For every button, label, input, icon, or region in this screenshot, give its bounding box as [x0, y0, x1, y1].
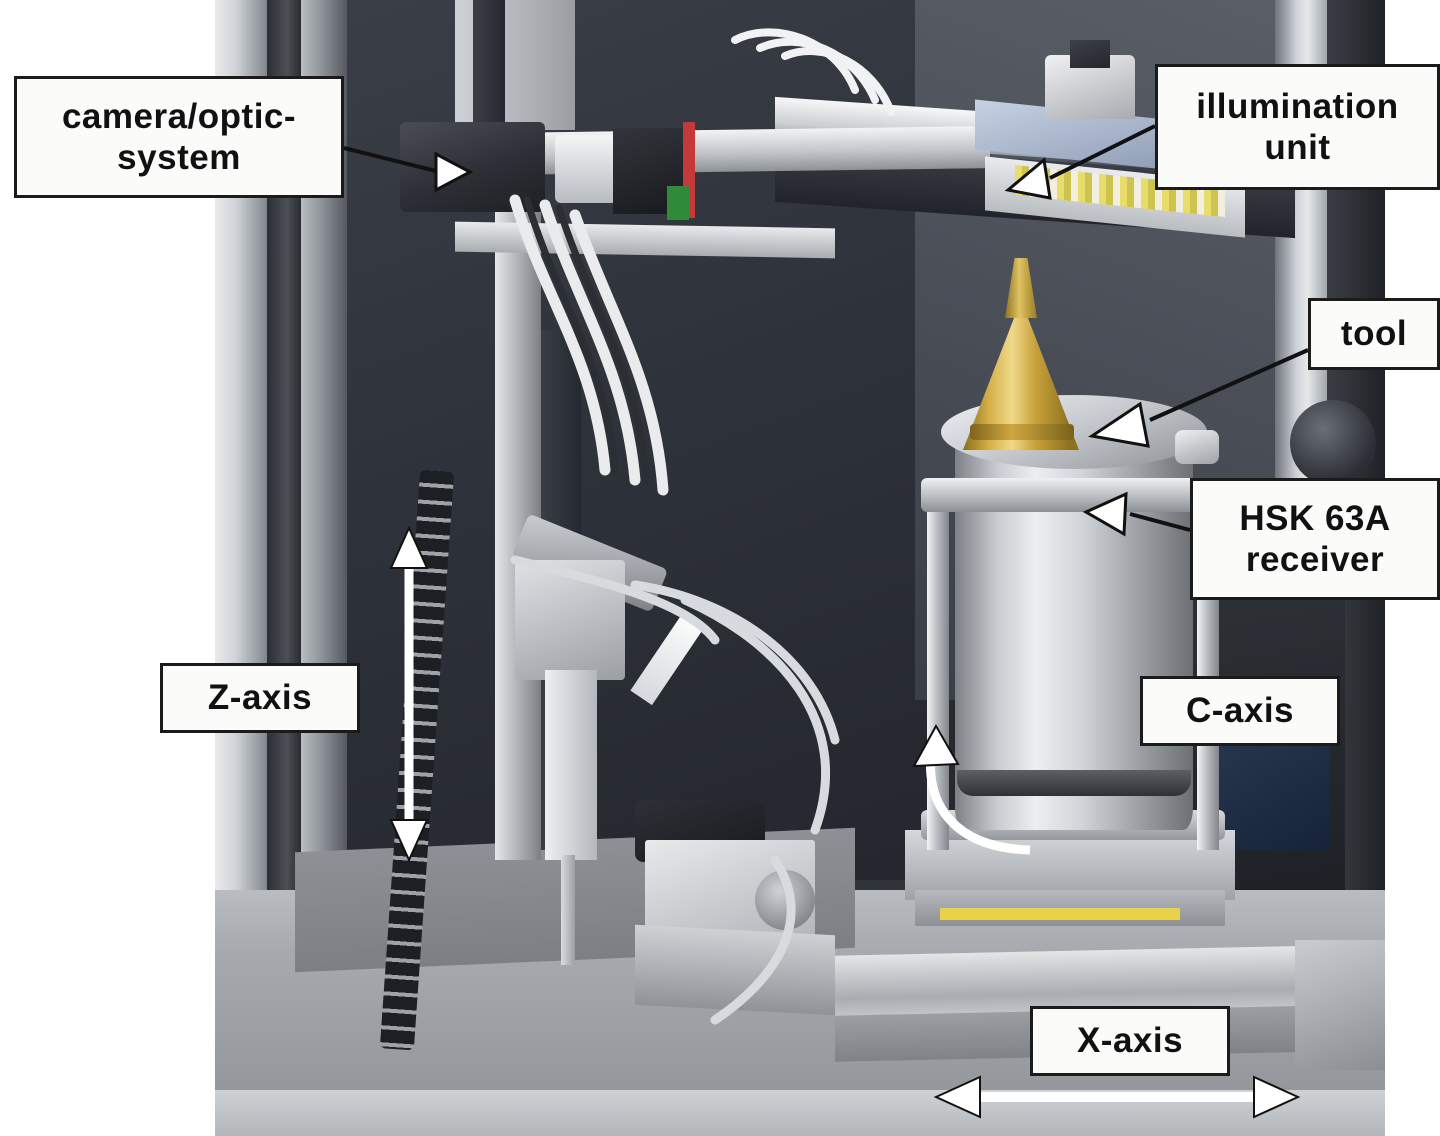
label-z-axis-text: Z-axis: [207, 678, 313, 718]
spindle-cage-top-ring: [921, 478, 1225, 512]
x-axis-arrow: [933, 1075, 1301, 1119]
label-camera-optic-system[interactable]: camera/optic- system: [14, 76, 344, 198]
label-tool-text: tool: [1340, 314, 1408, 354]
leader-tool: [1088, 348, 1309, 448]
x-rail-end-block: [1295, 940, 1385, 1070]
probe-body: [545, 670, 597, 860]
label-hsk-63a-receiver-line1: HSK 63A: [1239, 498, 1391, 538]
leader-illumination-unit: [1004, 124, 1156, 200]
leader-hsk-63a-receiver: [1082, 491, 1191, 537]
label-illumination-unit-line2: unit: [1264, 128, 1331, 167]
spindle-yellow-strip: [940, 908, 1180, 920]
cable-bundle: [509, 28, 895, 1025]
receiver-clamp-nub: [1175, 430, 1219, 464]
label-illumination-unit-line1: illumination: [1196, 86, 1399, 126]
z-axis-column: [495, 160, 541, 860]
tool-base-band: [970, 424, 1074, 440]
spindle-base-plate: [905, 830, 1235, 900]
spindle-lower-ring: [957, 770, 1191, 796]
label-camera-optic-system-line2: system: [117, 138, 241, 177]
label-c-axis-text: C-axis: [1185, 691, 1295, 731]
label-x-axis-text: X-axis: [1076, 1021, 1184, 1061]
right-pulley: [1290, 400, 1376, 486]
label-tool[interactable]: tool: [1308, 298, 1440, 370]
green-circuit-board: [667, 186, 689, 220]
label-x-axis[interactable]: X-axis: [1030, 1006, 1230, 1076]
label-illumination-unit[interactable]: illumination unit: [1155, 64, 1440, 190]
label-c-axis[interactable]: C-axis: [1140, 676, 1340, 746]
label-camera-optic-system-line1: camera/optic-: [61, 96, 297, 136]
z-axis-arrow: [389, 525, 429, 863]
illumination-head-cap: [1070, 40, 1110, 68]
label-hsk-63a-receiver[interactable]: HSK 63A receiver: [1190, 478, 1440, 600]
leader-camera-optic-system: [343, 146, 474, 193]
label-z-axis[interactable]: Z-axis: [160, 663, 360, 733]
camera-post-dark: [473, 0, 505, 128]
c-axis-arrow: [912, 723, 1031, 855]
probe-stylus: [561, 855, 575, 965]
label-hsk-63a-receiver-line2: receiver: [1245, 540, 1385, 579]
camera-lens: [555, 135, 617, 203]
